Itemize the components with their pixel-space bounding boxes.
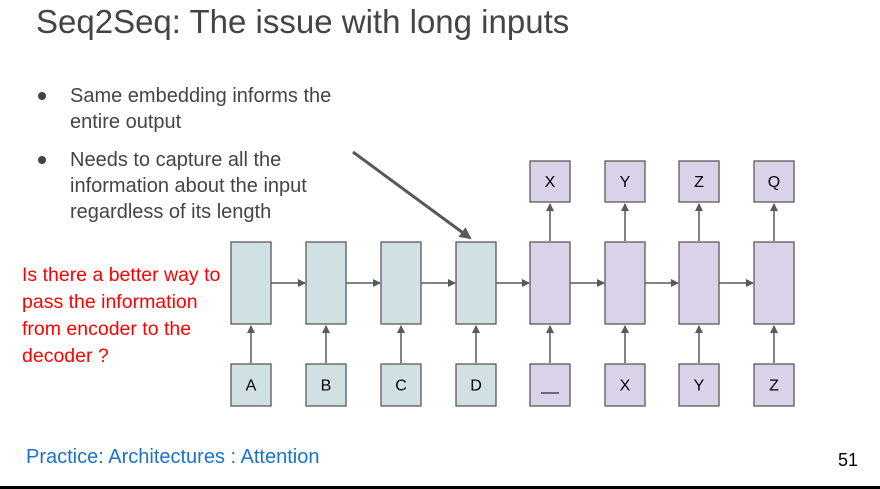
encoder-input-box — [455, 363, 497, 407]
bullet-list: Same embedding informs the entire output… — [36, 83, 376, 237]
encoder-hidden-state — [380, 241, 422, 325]
encoder-input-box — [230, 363, 272, 407]
decoder-hidden-state — [753, 241, 795, 325]
decoder-input-box — [753, 363, 795, 407]
decoder-output-label: Y — [620, 174, 631, 191]
bottom-divider — [0, 486, 880, 489]
question-text: Is there a better way to pass the inform… — [22, 264, 221, 367]
decoder-output-label: X — [545, 174, 556, 191]
decoder-input-label: Z — [769, 378, 779, 395]
slide-title: Seq2Seq: The issue with long inputs — [36, 3, 570, 40]
decoder-output-box — [529, 160, 571, 203]
decoder-hidden-state — [604, 241, 646, 325]
decoder-hidden-state — [678, 241, 720, 325]
decoder-output-label: Z — [694, 174, 704, 191]
decoder-output-box — [604, 160, 646, 203]
decoder-input-label: __ — [540, 378, 560, 395]
encoder-input-label: B — [321, 378, 332, 395]
decoder-hidden-state — [529, 241, 571, 325]
bullet-item: Needs to capture all the information abo… — [36, 147, 376, 225]
decoder-output-box — [753, 160, 795, 203]
encoder-hidden-state — [305, 241, 347, 325]
footer-link[interactable]: Practice: Architectures : Attention — [26, 446, 320, 468]
callout-arrow — [352, 150, 472, 240]
decoder-input-label: X — [620, 378, 631, 395]
encoder-input-label: A — [246, 378, 257, 395]
bullet-dot-icon — [38, 92, 46, 100]
page-number: 51 — [838, 450, 859, 470]
encoder-input-box — [380, 363, 422, 407]
bullet-text: Same embedding informs the entire output — [70, 85, 332, 133]
encoder-hidden-state — [230, 241, 272, 325]
bullet-item: Same embedding informs the entire output — [36, 83, 376, 135]
decoder-output-label: Q — [768, 174, 780, 191]
bullet-dot-icon — [38, 156, 46, 164]
encoder-input-box — [305, 363, 347, 407]
encoder-input-label: D — [470, 378, 482, 395]
bullet-text: Needs to capture all the information abo… — [70, 149, 307, 223]
decoder-input-box — [678, 363, 720, 407]
decoder-input-box — [529, 363, 571, 407]
encoder-input-label: C — [395, 378, 407, 395]
decoder-input-label: Y — [694, 378, 705, 395]
encoder-hidden-state — [455, 241, 497, 325]
decoder-output-box — [678, 160, 720, 203]
decoder-input-box — [604, 363, 646, 407]
